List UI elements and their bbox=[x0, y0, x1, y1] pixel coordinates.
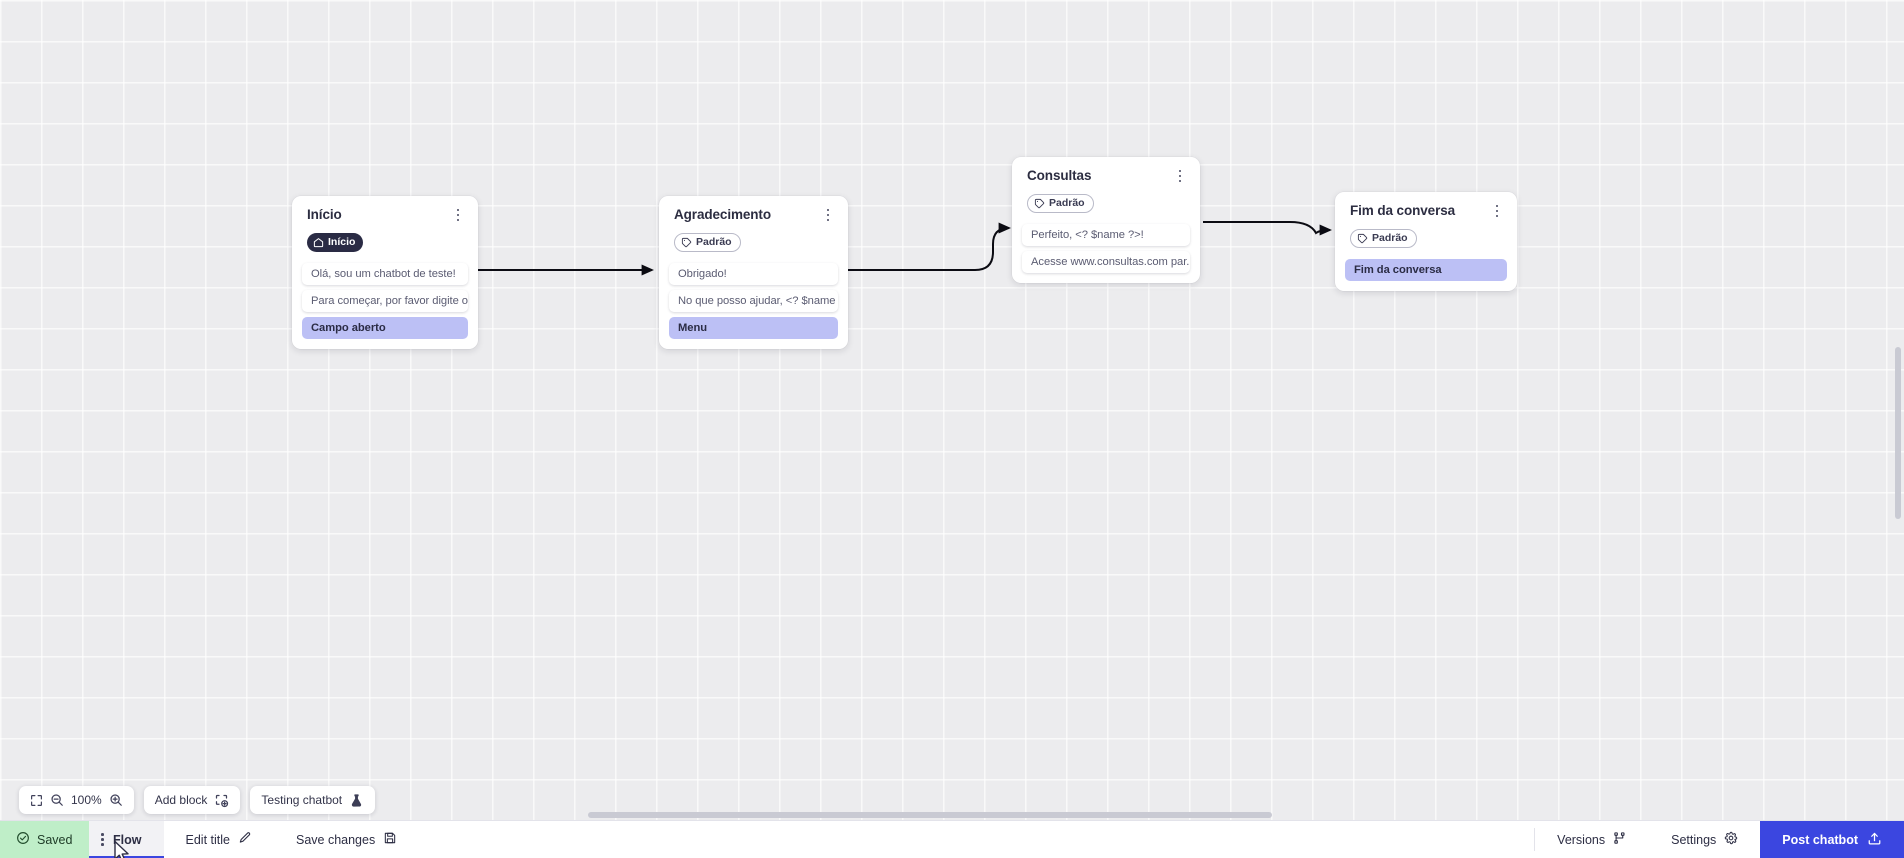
block-title: Consultas bbox=[1027, 168, 1092, 183]
block-rows: Perfeito, <? $name ?>! Acesse www.consul… bbox=[1022, 224, 1190, 273]
block-tag-padrao[interactable]: Padrão bbox=[1350, 229, 1417, 248]
bottom-status-bar: Saved Flow Edit title Save changes bbox=[0, 820, 1904, 858]
block-row-action[interactable]: Menu bbox=[669, 317, 838, 339]
block-tag-row: Padrão bbox=[669, 224, 838, 253]
scrollbar-thumb[interactable] bbox=[1895, 347, 1901, 519]
check-circle-icon bbox=[16, 831, 30, 848]
branch-icon bbox=[1613, 831, 1627, 848]
block-header: Início bbox=[302, 207, 468, 224]
tag-icon bbox=[681, 237, 692, 248]
block-menu-button[interactable] bbox=[451, 206, 465, 224]
statusbar-divider bbox=[1534, 828, 1536, 851]
post-chatbot-button[interactable]: Post chatbot bbox=[1760, 821, 1904, 858]
saved-status-badge: Saved bbox=[0, 821, 90, 858]
block-tag-padrao[interactable]: Padrão bbox=[1027, 194, 1094, 213]
edge-agradecimento-consultas bbox=[848, 222, 1011, 271]
flow-block-inicio[interactable]: Início Início Olá, sou um chatbot de tes… bbox=[292, 196, 478, 349]
connector-edges bbox=[478, 221, 1332, 276]
tag-label: Padrão bbox=[1049, 197, 1085, 210]
home-icon bbox=[313, 238, 324, 248]
save-changes-button[interactable]: Save changes bbox=[274, 821, 419, 858]
edit-title-button[interactable]: Edit title bbox=[164, 821, 274, 858]
block-tag-row: Início bbox=[302, 224, 468, 253]
add-block-icon bbox=[214, 793, 229, 808]
block-row-message[interactable]: No que posso ajudar, <? $name ... bbox=[669, 290, 838, 312]
block-header: Agradecimento bbox=[669, 207, 838, 224]
canvas-vertical-scrollbar[interactable] bbox=[1893, 0, 1903, 820]
block-row-message[interactable]: Perfeito, <? $name ?>! bbox=[1022, 224, 1190, 246]
zoom-level-label: 100% bbox=[71, 793, 102, 807]
fit-screen-icon[interactable] bbox=[30, 794, 43, 807]
tab-flow[interactable]: Flow bbox=[89, 821, 164, 858]
block-row-message[interactable]: Obrigado! bbox=[669, 263, 838, 285]
block-tag-row: Padrão bbox=[1345, 220, 1507, 249]
block-menu-button[interactable] bbox=[1490, 202, 1504, 220]
zoom-out-icon[interactable] bbox=[50, 793, 64, 807]
saved-label: Saved bbox=[37, 832, 73, 847]
block-row-message[interactable]: Acesse www.consultas.com par... bbox=[1022, 251, 1190, 273]
tab-flow-label: Flow bbox=[113, 832, 142, 847]
edit-title-label: Edit title bbox=[185, 832, 230, 847]
flow-block-agradecimento[interactable]: Agradecimento Padrão Obrigado! No que po… bbox=[659, 196, 848, 349]
settings-label: Settings bbox=[1671, 832, 1717, 847]
testing-chatbot-label: Testing chatbot bbox=[261, 793, 343, 807]
block-rows: Fim da conversa bbox=[1345, 259, 1507, 281]
edge-consultas-to-fim bbox=[1203, 221, 1332, 236]
settings-button[interactable]: Settings bbox=[1649, 821, 1760, 858]
versions-label: Versions bbox=[1557, 832, 1606, 847]
versions-button[interactable]: Versions bbox=[1535, 821, 1649, 858]
tag-icon bbox=[1034, 198, 1045, 209]
upload-icon bbox=[1867, 831, 1882, 849]
drag-handle-icon[interactable] bbox=[101, 833, 105, 846]
tag-label: Padrão bbox=[1372, 232, 1408, 245]
flow-canvas[interactable]: Início Início Olá, sou um chatbot de tes… bbox=[0, 0, 1904, 820]
flow-block-consultas[interactable]: Consultas Padrão Perfeito, <? $name ?>! … bbox=[1012, 157, 1200, 283]
block-tag-inicio[interactable]: Início bbox=[307, 233, 364, 252]
canvas-horizontal-scrollbar[interactable] bbox=[0, 810, 1904, 820]
block-title: Início bbox=[307, 207, 342, 222]
pencil-icon bbox=[238, 831, 252, 848]
scrollbar-thumb[interactable] bbox=[588, 812, 1272, 818]
tag-icon bbox=[1357, 233, 1368, 244]
add-block-button[interactable]: Add block bbox=[143, 786, 241, 814]
block-menu-button[interactable] bbox=[821, 206, 835, 224]
zoom-controls[interactable]: 100% bbox=[19, 786, 134, 814]
block-title: Agradecimento bbox=[674, 207, 771, 222]
block-row-message[interactable]: Para começar, por favor digite o ... bbox=[302, 290, 468, 312]
testing-chatbot-button[interactable]: Testing chatbot bbox=[250, 786, 376, 814]
zoom-in-icon[interactable] bbox=[109, 793, 123, 807]
block-row-action[interactable]: Campo aberto bbox=[302, 317, 468, 339]
block-tag-row: Padrão bbox=[1022, 185, 1190, 214]
post-chatbot-label: Post chatbot bbox=[1782, 832, 1858, 847]
gear-icon bbox=[1724, 831, 1738, 848]
block-row-message[interactable]: Olá, sou um chatbot de teste! bbox=[302, 263, 468, 285]
block-tag-padrao[interactable]: Padrão bbox=[674, 233, 741, 252]
tag-label: Início bbox=[328, 236, 356, 249]
block-rows: Obrigado! No que posso ajudar, <? $name … bbox=[669, 263, 838, 339]
block-header: Consultas bbox=[1022, 168, 1190, 185]
save-changes-label: Save changes bbox=[295, 832, 376, 847]
block-title: Fim da conversa bbox=[1350, 203, 1456, 218]
block-header: Fim da conversa bbox=[1345, 203, 1507, 220]
block-menu-button[interactable] bbox=[1173, 167, 1187, 185]
add-block-label: Add block bbox=[154, 793, 208, 807]
canvas-toolbar: 100% Add block bbox=[19, 786, 376, 814]
statusbar-spacer bbox=[419, 821, 1534, 858]
block-row-action[interactable]: Fim da conversa bbox=[1345, 259, 1507, 281]
flow-block-fim-da-conversa[interactable]: Fim da conversa Padrão Fim da conversa bbox=[1335, 192, 1517, 291]
save-disk-icon bbox=[383, 831, 397, 848]
tag-label: Padrão bbox=[696, 236, 732, 249]
flask-icon bbox=[349, 793, 364, 808]
block-rows: Olá, sou um chatbot de teste! Para começ… bbox=[302, 263, 468, 339]
